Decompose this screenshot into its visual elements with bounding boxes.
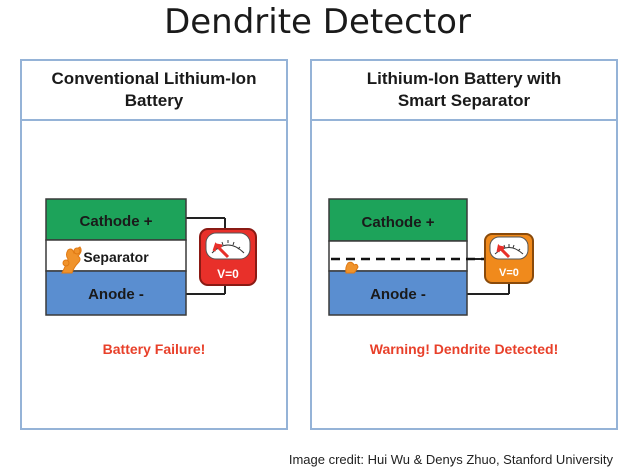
dendrite-detected-status: Warning! Dendrite Detected! <box>369 341 559 357</box>
left-voltmeter: V=0 <box>199 228 257 286</box>
conventional-header-line2: Battery <box>124 91 184 110</box>
right-anode-layer <box>328 270 468 316</box>
smart-separator-panel: Lithium-Ion Battery with Smart Separator… <box>310 59 618 430</box>
left-anode-layer <box>45 270 187 316</box>
conventional-battery-panel: Conventional Lithium-Ion Battery Cathode… <box>20 59 288 430</box>
left-meter-reading: V=0 <box>217 267 239 281</box>
right-voltmeter: V=0 <box>484 233 534 284</box>
left-cathode-layer <box>45 198 187 241</box>
left-dendrite-shape <box>61 246 82 274</box>
left-cathode-label: Cathode + <box>80 213 153 230</box>
right-meter-reading: V=0 <box>499 267 519 279</box>
smart-battery-diagram: Cathode + Anode - V=0 <box>328 198 534 316</box>
right-cathode-label: Cathode + <box>362 214 435 231</box>
page-title: Dendrite Detector <box>164 2 471 42</box>
conventional-battery-diagram: Cathode + Separator Anode - V=0 <box>45 198 257 316</box>
smart-header-line2: Smart Separator <box>397 91 531 110</box>
battery-failure-status: Battery Failure! <box>102 341 206 357</box>
conventional-panel-header: Conventional Lithium-Ion Battery <box>22 61 286 121</box>
smart-header-line1: Lithium-Ion Battery with <box>366 69 562 88</box>
right-anode-label: Anode - <box>370 286 426 303</box>
left-anode-label: Anode - <box>88 286 144 303</box>
left-separator-label: Separator <box>83 249 149 265</box>
right-dendrite-shape <box>345 261 359 274</box>
smart-panel-header: Lithium-Ion Battery with Smart Separator <box>312 61 616 121</box>
right-cathode-layer <box>328 198 468 242</box>
conventional-header-line1: Conventional Lithium-Ion <box>51 69 257 88</box>
image-credit: Image credit: Hui Wu & Denys Zhuo, Stanf… <box>288 452 613 467</box>
